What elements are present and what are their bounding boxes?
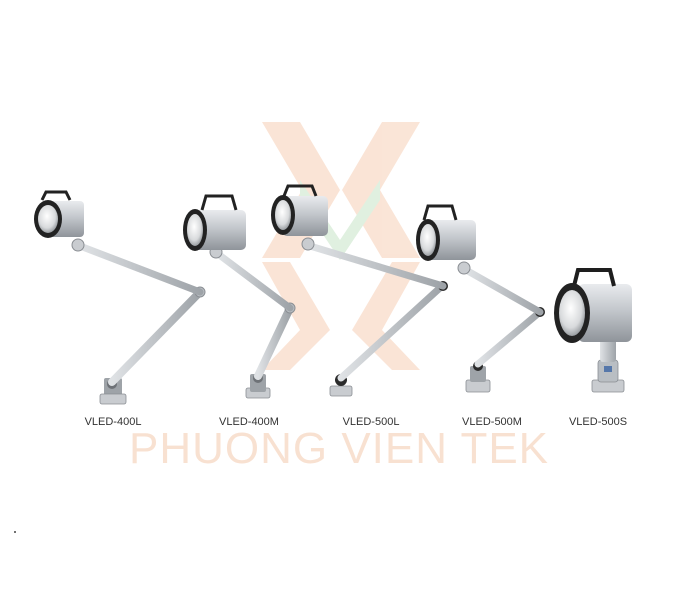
lamp-vled-500m (416, 204, 545, 393)
label-vled-500s: VLED-500S (568, 416, 628, 428)
lamp-vled-400l (34, 190, 206, 405)
label-vled-400l: VLED-400L (84, 416, 142, 428)
watermark-text: PHUONG VIEN TEK (128, 424, 550, 473)
lamp-vled-400m (183, 194, 296, 399)
stray-dot (14, 531, 16, 533)
watermark-logo (262, 122, 420, 370)
label-vled-500l: VLED-500L (342, 416, 400, 428)
lamp-vled-500l (271, 184, 448, 397)
label-vled-500m: VLED-500M (462, 416, 522, 428)
lamp-vled-500s (554, 268, 632, 393)
label-vled-400m: VLED-400M (219, 416, 279, 428)
